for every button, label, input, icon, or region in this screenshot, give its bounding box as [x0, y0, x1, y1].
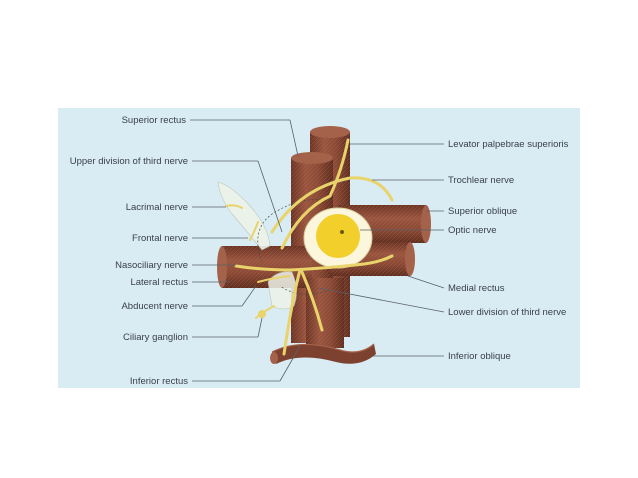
label-superior-oblique: Superior oblique	[448, 206, 517, 217]
label-abducent-nerve: Abducent nerve	[121, 301, 188, 312]
label-inferior-rectus: Inferior rectus	[130, 376, 188, 387]
label-levator-palpebrae-superioris: Levator palpebrae superioris	[448, 139, 569, 150]
label-nasociliary-nerve: Nasociliary nerve	[115, 260, 188, 271]
label-frontal-nerve: Frontal nerve	[132, 233, 188, 244]
inferior-rectus-muscle	[306, 278, 344, 348]
label-lower-division-third-nerve: Lower division of third nerve	[448, 307, 566, 318]
label-lacrimal-nerve: Lacrimal nerve	[126, 202, 188, 213]
label-inferior-oblique: Inferior oblique	[448, 351, 511, 362]
label-trochlear-nerve: Trochlear nerve	[448, 175, 514, 186]
label-optic-nerve: Optic nerve	[448, 225, 497, 236]
label-ciliary-ganglion: Ciliary ganglion	[123, 332, 188, 343]
label-superior-rectus: Superior rectus	[122, 115, 187, 126]
label-medial-rectus: Medial rectus	[448, 283, 505, 294]
optic-nerve	[304, 208, 372, 268]
label-lateral-rectus: Lateral rectus	[130, 277, 188, 288]
label-upper-division-third-nerve: Upper division of third nerve	[70, 156, 188, 167]
